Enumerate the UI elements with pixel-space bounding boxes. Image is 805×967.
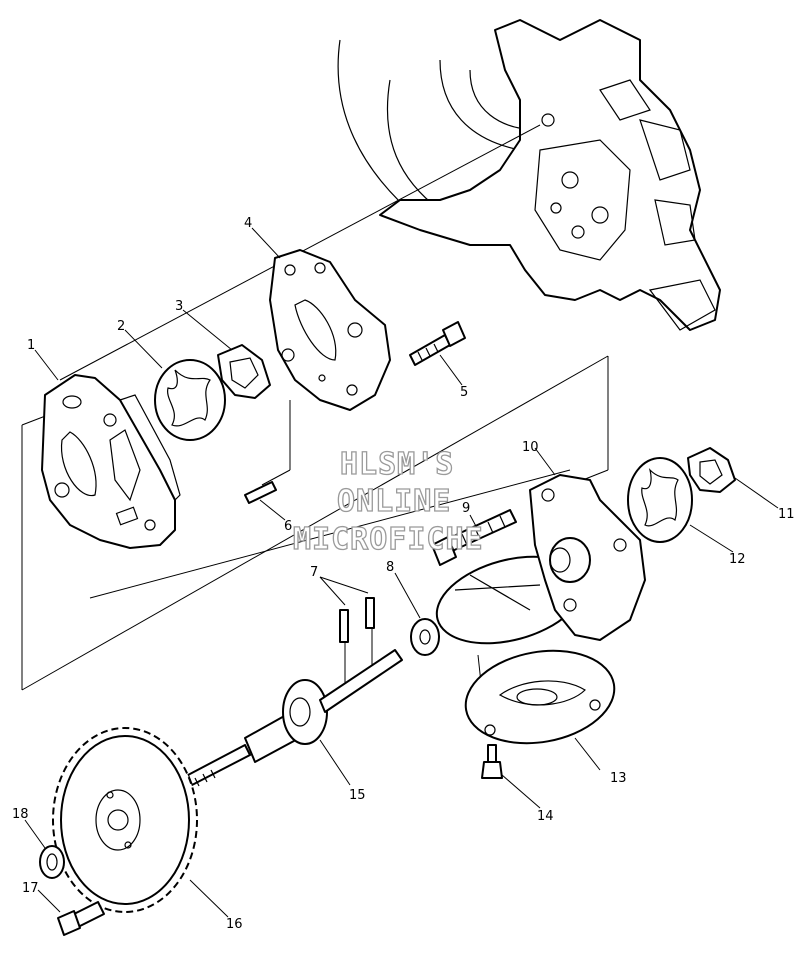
part-11-inner-rotor: [687, 447, 736, 493]
part-17-bolt: [57, 901, 105, 936]
part-9-bolt: [431, 509, 517, 566]
part-5-bolt: [409, 321, 466, 366]
engine-block: [337, 19, 721, 331]
part-18-washer: [39, 845, 65, 879]
callout-11: 11: [778, 507, 795, 522]
callout-2: 2: [117, 319, 125, 334]
part-3-inner-rotor: [217, 344, 271, 399]
part-16-drive-gear: [52, 727, 198, 913]
part-14-screw: [481, 744, 503, 779]
callout-labels: 1 2 3 4 5 6 7 8 9 10 11 12 13 14 15 16 1…: [12, 216, 795, 932]
part-7-pins: [339, 597, 375, 643]
part-4-cover-plate: [269, 249, 391, 411]
callout-10: 10: [522, 440, 539, 455]
callout-7: 7: [310, 565, 318, 580]
callout-18: 18: [12, 807, 29, 822]
callout-17: 17: [22, 881, 39, 896]
callout-14: 14: [537, 809, 554, 824]
part-12-outer-rotor: [627, 457, 693, 543]
watermark-line-3: MICROFICHE: [293, 522, 484, 557]
callout-9: 9: [462, 501, 470, 516]
callout-1: 1: [27, 338, 35, 353]
callout-15: 15: [349, 788, 366, 803]
part-8-washer: [410, 618, 440, 656]
callout-16: 16: [226, 917, 243, 932]
part-10-pump-housing: [435, 474, 646, 645]
callout-6: 6: [284, 519, 292, 534]
part-2-outer-rotor: [154, 359, 226, 441]
part-15-pump-shaft: [187, 649, 403, 787]
leader-lines: [24, 227, 779, 918]
callout-8: 8: [386, 560, 394, 575]
part-1-front-plate: [41, 374, 181, 549]
watermark-line-2: ONLINE: [337, 484, 451, 519]
callout-13: 13: [610, 771, 627, 786]
watermark: HLSM'S ONLINE MICROFICHE: [292, 446, 484, 557]
callout-3: 3: [175, 299, 183, 314]
watermark-line-1: HLSM'S: [340, 447, 454, 482]
part-13-strainer-cover: [464, 649, 616, 745]
callout-12: 12: [729, 552, 746, 567]
callout-5: 5: [460, 385, 468, 400]
callout-4: 4: [244, 216, 252, 231]
part-6-dowel: [244, 481, 277, 504]
